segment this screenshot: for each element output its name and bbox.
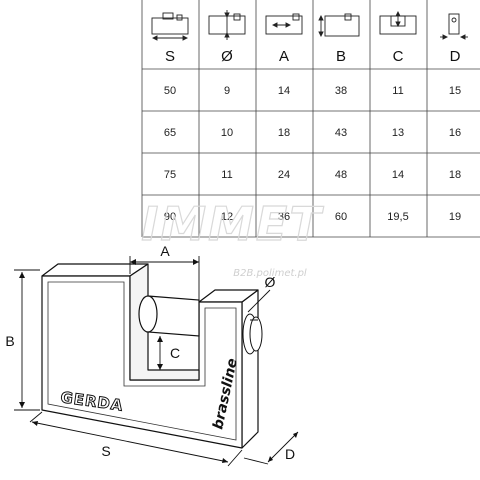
column-header-s: S — [165, 48, 175, 65]
front-face-inset — [47, 281, 237, 441]
table-cell: 36 — [278, 211, 290, 223]
table-cell: 48 — [335, 169, 347, 181]
table-cell: 90 — [164, 211, 176, 223]
table-cell: 15 — [449, 85, 461, 97]
dimension-label-s: S — [101, 443, 110, 459]
watermark-logo: IMMET — [141, 197, 324, 251]
dimension-label-a: A — [160, 243, 170, 259]
dim-a-icon — [265, 13, 303, 35]
table-cell: 18 — [278, 127, 290, 139]
spec-table: S Ø A B C D 50 9 14 38 11 15 65 10 18 43… — [141, 0, 480, 238]
dimension-label-c: C — [170, 345, 180, 361]
table-cell: 14 — [278, 85, 290, 97]
column-header-c: C — [393, 48, 404, 65]
table-cell: 16 — [449, 127, 461, 139]
dim-s-icon — [151, 12, 189, 41]
table-cell: 19,5 — [387, 211, 408, 223]
table-cell: 11 — [221, 169, 232, 181]
dimension-lines — [14, 256, 299, 467]
column-header-diameter: Ø — [221, 48, 233, 65]
dim-b-icon — [318, 13, 360, 38]
table-grid — [141, 0, 480, 238]
table-cell: 43 — [335, 127, 347, 139]
table-cell: 60 — [335, 211, 347, 223]
dim-d-icon — [440, 13, 468, 40]
table-cell: 19 — [449, 211, 461, 223]
dimension-label-b: B — [5, 333, 14, 349]
shackle — [138, 295, 200, 337]
table-cell: 9 — [224, 85, 230, 97]
table-cell: 38 — [335, 85, 347, 97]
lock-cylinder — [242, 313, 263, 355]
dim-diameter-icon — [208, 10, 246, 40]
table-cell: 14 — [392, 169, 404, 181]
dimension-label-d: D — [285, 446, 295, 462]
watermark-url: B2B.polimet.pl — [233, 268, 307, 279]
column-header-b: B — [336, 48, 346, 65]
column-header-a: A — [279, 48, 289, 65]
table-cell: 75 — [164, 169, 176, 181]
table-cell: 10 — [221, 127, 233, 139]
table-cell: 24 — [278, 169, 290, 181]
table-cell: 65 — [164, 127, 176, 139]
dimension-arrows — [19, 259, 298, 463]
table-cell: 11 — [392, 85, 403, 97]
table-cell: 12 — [221, 211, 233, 223]
table-cell: 50 — [164, 85, 176, 97]
dimension-label-diameter: Ø — [265, 274, 276, 290]
table-cell: 13 — [392, 127, 404, 139]
column-header-d: D — [450, 48, 461, 65]
dim-c-icon — [379, 10, 417, 35]
table-cell: 18 — [449, 169, 461, 181]
